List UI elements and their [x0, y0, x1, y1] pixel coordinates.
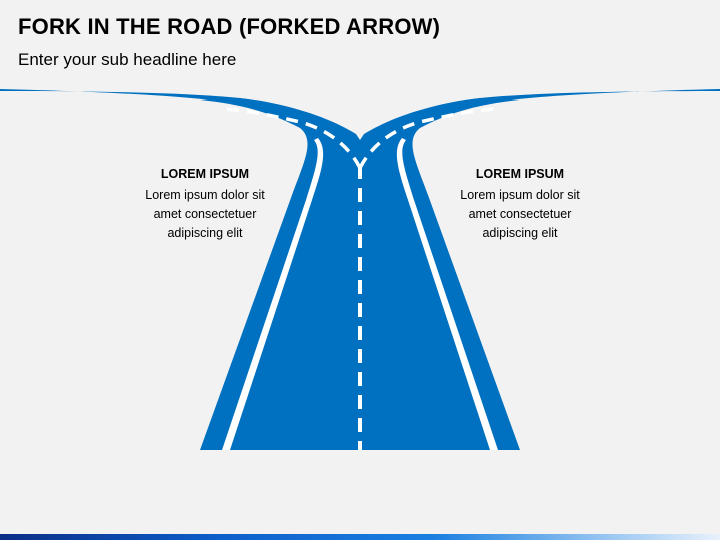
- footer-gradient-bar: [0, 534, 720, 540]
- right-road-lane: [360, 98, 520, 450]
- slide-title: FORK IN THE ROAD (FORKED ARROW): [18, 14, 441, 39]
- left-block-heading: LOREM IPSUM: [160, 167, 250, 181]
- left-fork-dashed-line: [224, 107, 362, 169]
- right-fork-dashed-line: [358, 107, 496, 169]
- slide-subtitle: Enter your sub headline here: [18, 50, 237, 69]
- left-block-body: Lorem ipsum dolor sit amet consectetuer …: [145, 188, 265, 240]
- right-block-heading: LOREM IPSUM: [475, 167, 565, 181]
- right-block-body: Lorem ipsum dolor sit amet consectetuer …: [460, 188, 580, 240]
- left-road-lane: [200, 98, 360, 450]
- left-text-block: LOREM IPSUM Lorem ipsum dolor sit amet c…: [120, 165, 290, 243]
- right-text-block: LOREM IPSUM Lorem ipsum dolor sit amet c…: [435, 165, 605, 243]
